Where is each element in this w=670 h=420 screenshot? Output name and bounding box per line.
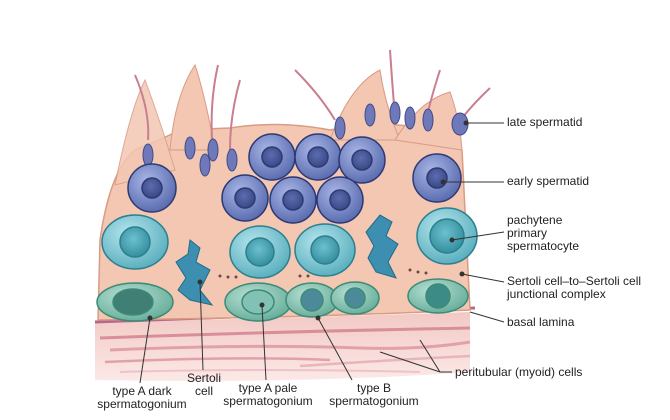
- label-basal-lamina: basal lamina: [507, 315, 575, 329]
- late-spermatids: [134, 49, 491, 177]
- label-type-b-spermatogonium: type B spermatogonium: [329, 381, 419, 408]
- label-type-a-pale-spermatogonium: type A pale spermatogonium: [223, 381, 313, 408]
- label-sertoli-cell: Sertoli cell: [186, 371, 221, 398]
- label-sertoli-junctional-complex: Sertoli cell–to–Sertoli cell junctional …: [507, 274, 642, 301]
- label-pachytene-primary-spermatocyte: pachytene primary spermatocyte: [507, 213, 580, 253]
- early-spermatids: [127, 133, 462, 224]
- label-late-spermatid: late spermatid: [507, 115, 583, 129]
- label-peritubular-cells: peritubular (myoid) cells: [455, 365, 583, 379]
- leader-lines: [139, 120, 505, 384]
- pachytene-spermatocytes: [101, 207, 478, 279]
- label-type-a-dark-spermatogonium: type A dark spermatogonium: [97, 384, 187, 411]
- spermatogonia: [96, 278, 469, 322]
- sertoli-junctions: [218, 268, 428, 279]
- label-early-spermatid: early spermatid: [507, 174, 590, 188]
- peritubular-layer: [95, 312, 471, 381]
